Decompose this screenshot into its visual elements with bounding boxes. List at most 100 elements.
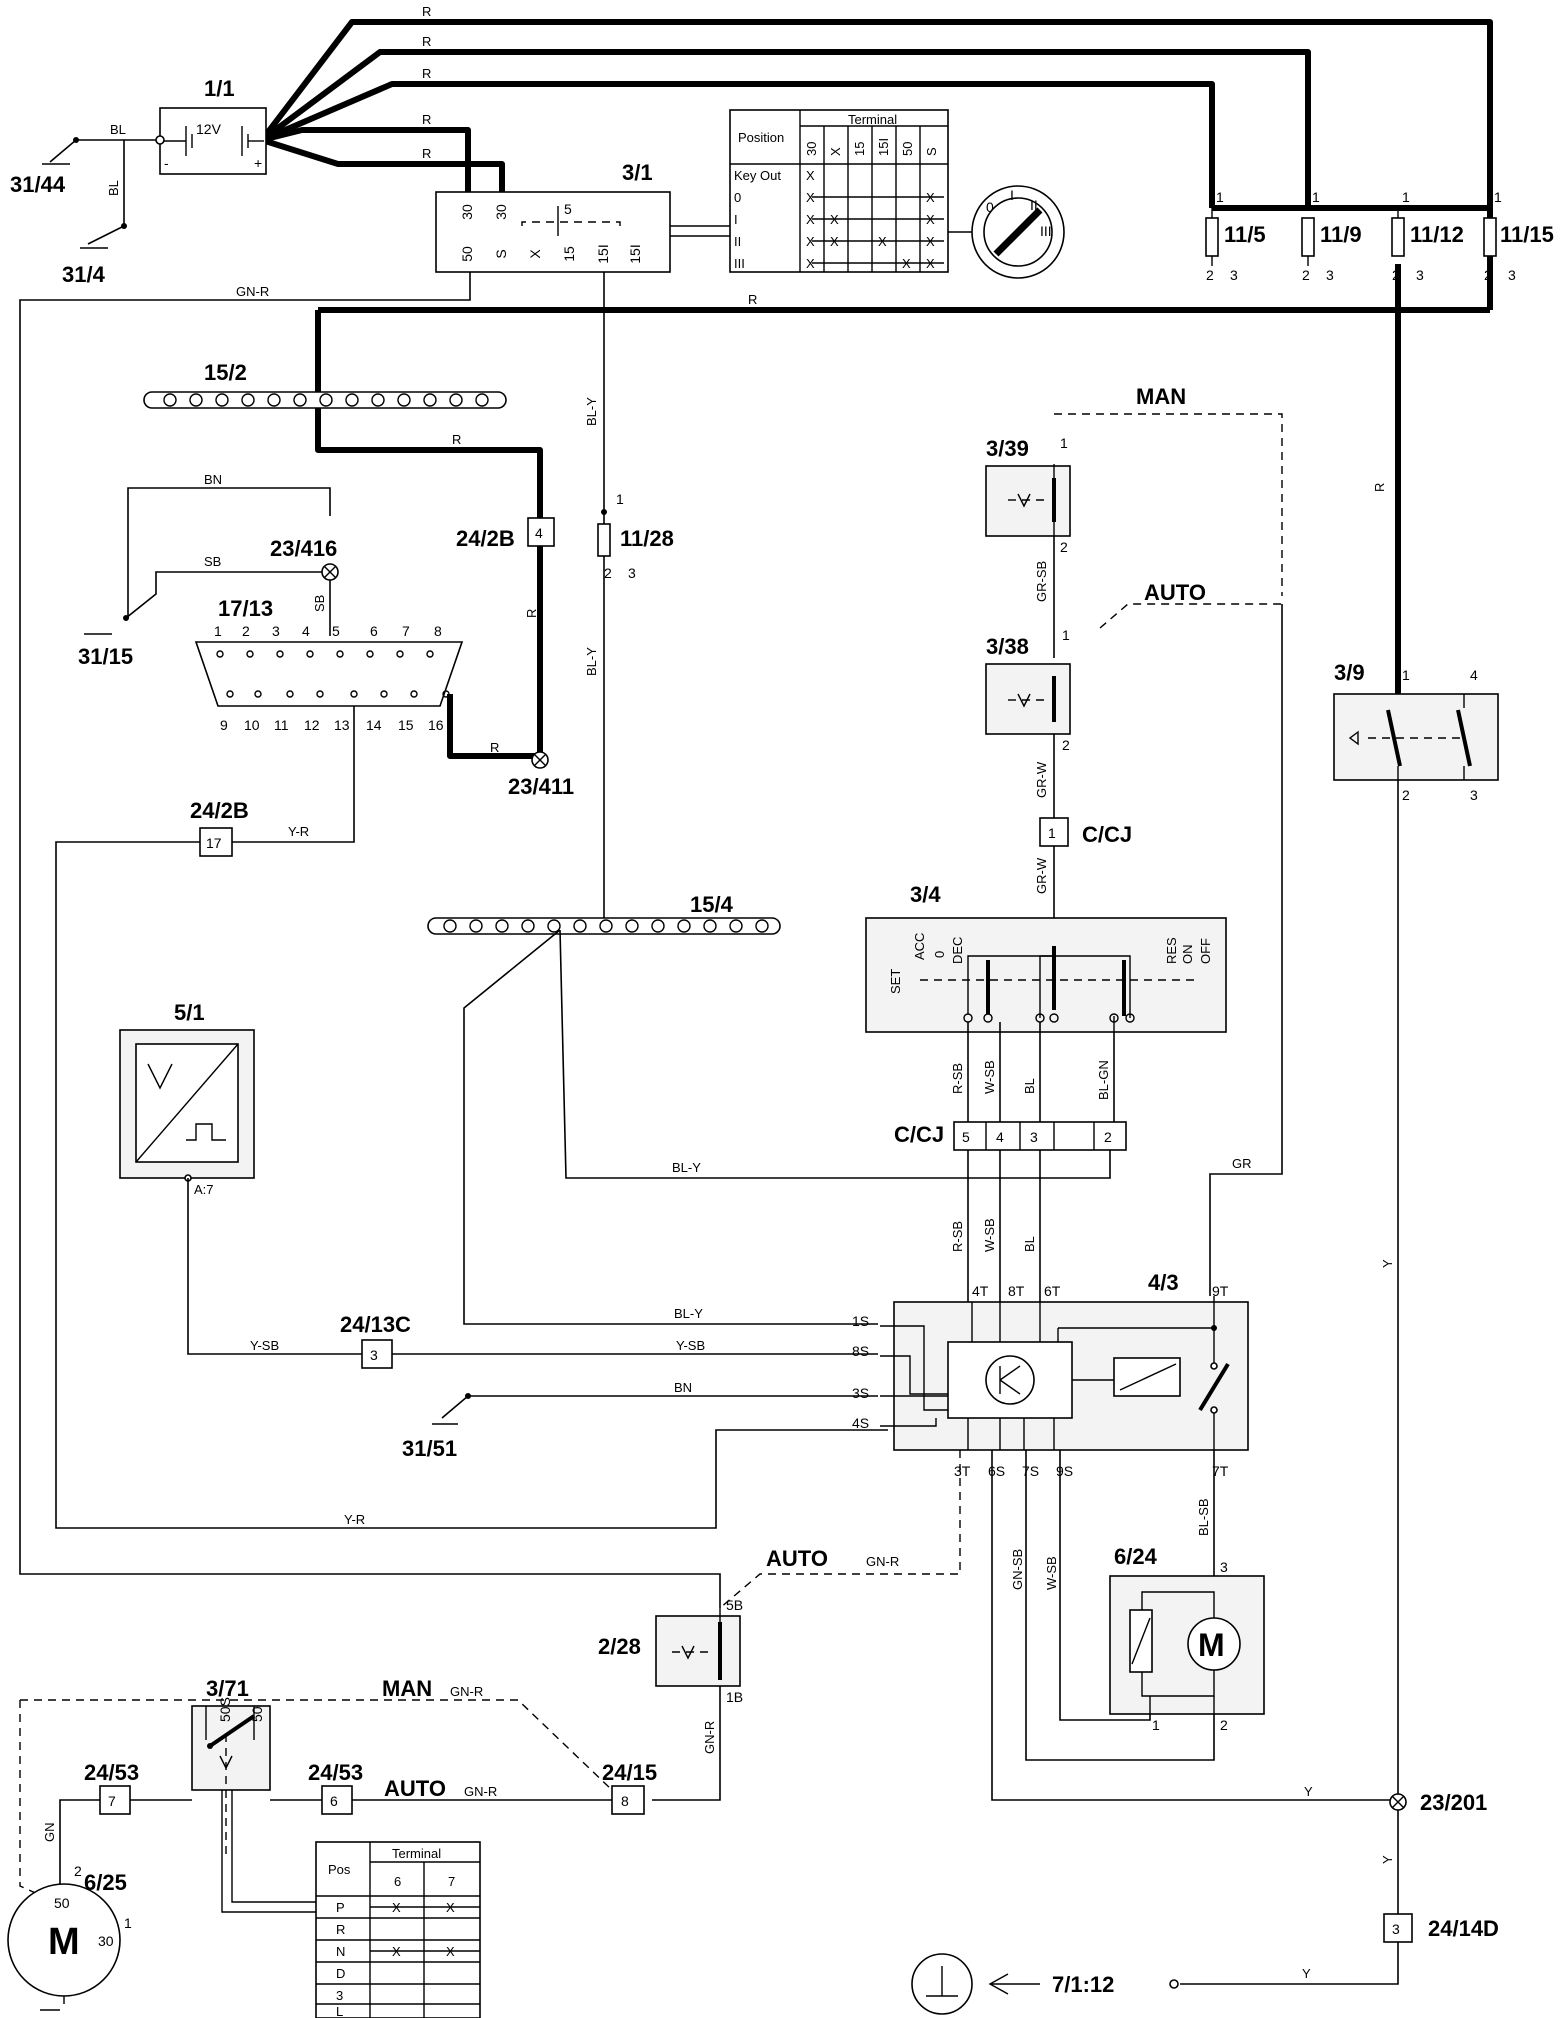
svg-text:R: R (452, 432, 461, 447)
r-wire-labels: R R R R R R R R R R (422, 4, 1387, 755)
svg-text:4: 4 (1470, 667, 1478, 683)
svg-text:24/14D: 24/14D (1428, 1916, 1499, 1941)
svg-text:3/71: 3/71 (206, 1676, 249, 1701)
svg-text:9S: 9S (1056, 1463, 1073, 1479)
svg-text:6: 6 (370, 623, 378, 639)
svg-text:11/12: 11/12 (1410, 222, 1464, 247)
svg-text:BL: BL (1022, 1236, 1037, 1252)
svg-text:3: 3 (1470, 787, 1478, 803)
switch-3-39: 3/39 1 2 (985, 435, 1071, 555)
svg-text:+: + (254, 155, 262, 171)
svg-text:BL-GN: BL-GN (1096, 1060, 1111, 1100)
svg-text:4: 4 (302, 623, 310, 639)
svg-text:III: III (734, 256, 745, 271)
svg-text:10: 10 (244, 717, 260, 733)
svg-text:23/411: 23/411 (508, 774, 574, 799)
speedometer-5-1: 5/1 A:7 (119, 1000, 255, 1197)
svg-text:3: 3 (370, 1347, 378, 1363)
svg-text:8T: 8T (1008, 1283, 1025, 1299)
svg-text:II: II (1030, 197, 1038, 213)
svg-text:16: 16 (428, 717, 444, 733)
svg-text:5/1: 5/1 (174, 1000, 205, 1025)
svg-text:R-SB: R-SB (950, 1221, 965, 1252)
svg-text:0: 0 (986, 199, 994, 215)
svg-text:2: 2 (1220, 1717, 1228, 1733)
svg-text:L: L (336, 2004, 343, 2018)
svg-text:4T: 4T (972, 1283, 989, 1299)
svg-text:R: R (524, 609, 539, 618)
svg-text:50S: 50S (217, 1697, 233, 1722)
cc-switch-harness: R-SB W-SB BL BL-GN (950, 1022, 1115, 1122)
svg-text:30: 30 (459, 204, 475, 220)
svg-text:3: 3 (1220, 1559, 1228, 1575)
ground-31-44: BL 31/44 (10, 122, 156, 197)
svg-text:BL: BL (1022, 1078, 1037, 1094)
ground-31-51: BN 31/51 (402, 1380, 878, 1461)
svg-text:4: 4 (996, 1129, 1004, 1145)
svg-text:3S: 3S (852, 1385, 869, 1401)
svg-text:3: 3 (336, 1988, 343, 2003)
svg-text:30: 30 (804, 142, 819, 156)
svg-text:ACC: ACC (912, 933, 927, 960)
svg-text:6: 6 (330, 1793, 338, 1809)
connector-24-53-b: 24/53 6 (308, 1760, 363, 1815)
svg-text:N: N (336, 1944, 345, 1959)
svg-text:7: 7 (402, 623, 410, 639)
svg-text:MAN: MAN (1136, 384, 1186, 409)
svg-text:24/53: 24/53 (84, 1760, 139, 1785)
svg-text:11/5: 11/5 (1224, 222, 1266, 247)
vacuum-pump-6-24: 6/24 3 1 2 M (1109, 1544, 1265, 1733)
svg-text:15/2: 15/2 (204, 360, 247, 385)
svg-text:MAN: MAN (382, 1676, 432, 1701)
svg-text:2: 2 (1206, 267, 1214, 283)
svg-text:GN-R: GN-R (450, 1684, 483, 1699)
svg-text:1: 1 (1048, 825, 1056, 841)
svg-text:C/CJ: C/CJ (1082, 822, 1132, 847)
fuse-11-28: 1 2 3 11/28 (597, 491, 674, 581)
svg-text:4/3: 4/3 (1148, 1270, 1179, 1295)
yr-wire: Y-R Y-R (55, 706, 888, 1529)
svg-text:R: R (422, 66, 431, 81)
switch-3-71: 3/71 50S 50 (191, 1676, 271, 1854)
gnr-wire: GN-R (19, 272, 721, 1608)
svg-text:11/9: 11/9 (1320, 222, 1362, 247)
grsb-wire: GR-SB (1034, 536, 1055, 658)
svg-text:13: 13 (334, 717, 350, 733)
svg-text:50: 50 (249, 1706, 265, 1722)
svg-text:3: 3 (628, 565, 636, 581)
svg-text:2: 2 (1104, 1129, 1112, 1145)
svg-text:BL-SB: BL-SB (1196, 1498, 1211, 1536)
svg-text:12V: 12V (196, 121, 222, 137)
svg-text:Y-R: Y-R (344, 1512, 365, 1527)
svg-text:BL-Y: BL-Y (584, 397, 599, 426)
svg-text:P: P (336, 1900, 345, 1915)
svg-text:1B: 1B (726, 1689, 743, 1705)
connector-24-15: 24/15 8 (602, 1760, 657, 1815)
svg-text:R: R (422, 112, 431, 127)
svg-text:1: 1 (1402, 667, 1410, 683)
gr-wire: GR (1209, 604, 1283, 1296)
bly-wires-lower: BL-Y BL-Y (463, 929, 1111, 1325)
svg-text:R: R (1372, 483, 1387, 492)
battery-1-1: 1/1 12V - + (155, 76, 267, 175)
fuse-11-9: 1 2 3 11/9 (1301, 189, 1362, 283)
svg-text:24/2B: 24/2B (190, 798, 249, 823)
switch-3-38: 3/38 1 2 (985, 627, 1071, 753)
bus-15-2: 15/2 (143, 360, 507, 409)
svg-text:X: X (806, 234, 815, 249)
svg-text:III: III (1040, 223, 1052, 239)
cc-module-4-3: 4/3 4T 8T 6T 9T 1S 8S 3S 4S 3T 6S 7S 9S … (852, 1270, 1249, 1479)
svg-text:7T: 7T (1212, 1463, 1229, 1479)
svg-text:31/4: 31/4 (62, 262, 106, 287)
svg-text:8: 8 (434, 623, 442, 639)
svg-text:3: 3 (1508, 267, 1516, 283)
svg-text:BL-Y: BL-Y (672, 1160, 701, 1175)
svg-text:ON: ON (1180, 945, 1195, 965)
svg-text:3T: 3T (954, 1463, 971, 1479)
svg-text:31/51: 31/51 (402, 1436, 457, 1461)
svg-text:Position: Position (738, 130, 784, 145)
svg-text:OFF: OFF (1198, 938, 1213, 964)
svg-text:24/15: 24/15 (602, 1760, 657, 1785)
svg-text:5: 5 (564, 201, 572, 217)
